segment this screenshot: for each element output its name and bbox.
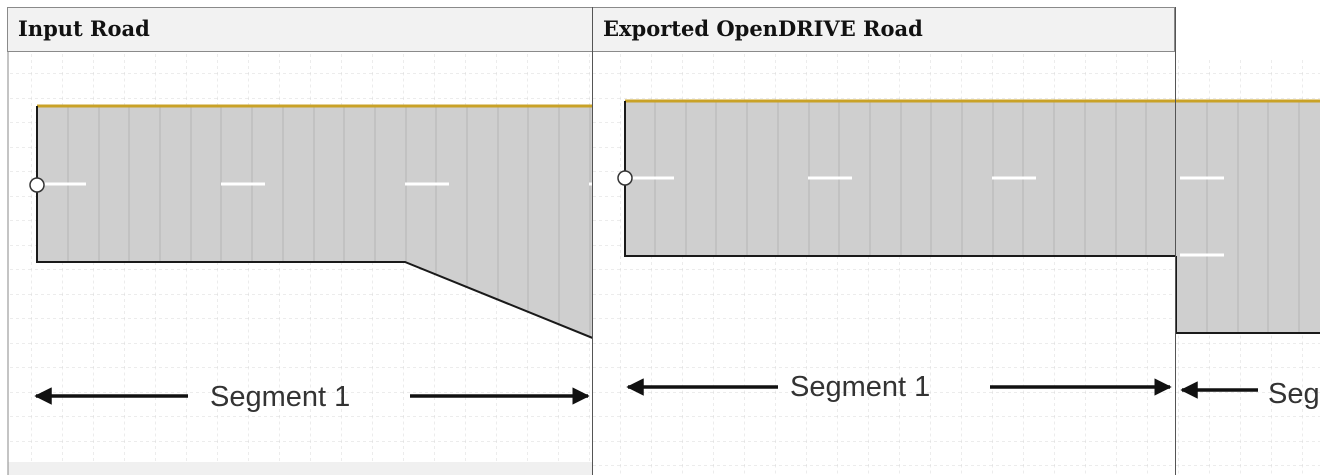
input-road-header: Input Road — [7, 7, 593, 52]
next-segment-road-sections — [1206, 102, 1300, 332]
exported-road-edge — [624, 101, 1176, 257]
next-segment-road-surface — [1176, 101, 1320, 333]
exported-road-start-node[interactable] — [617, 170, 633, 186]
exported-road-title: Exported OpenDRIVE Road — [603, 16, 923, 41]
input-road-title: Input Road — [18, 16, 150, 41]
input-road-panel: Segment 1 — [8, 52, 592, 475]
input-road-start-node[interactable] — [29, 177, 45, 193]
exported-next-segment: Seg — [1176, 60, 1320, 475]
exported-road-header: Exported OpenDRIVE Road — [592, 7, 1175, 52]
next-segment-edge — [1176, 256, 1320, 334]
next-segment-label: Seg — [1268, 378, 1320, 410]
exported-segment-label: Segment 1 — [790, 371, 930, 403]
input-bottom-strip — [8, 462, 592, 475]
exported-road-panel: Segment 1 — [593, 52, 1176, 475]
input-segment-label: Segment 1 — [210, 381, 350, 413]
